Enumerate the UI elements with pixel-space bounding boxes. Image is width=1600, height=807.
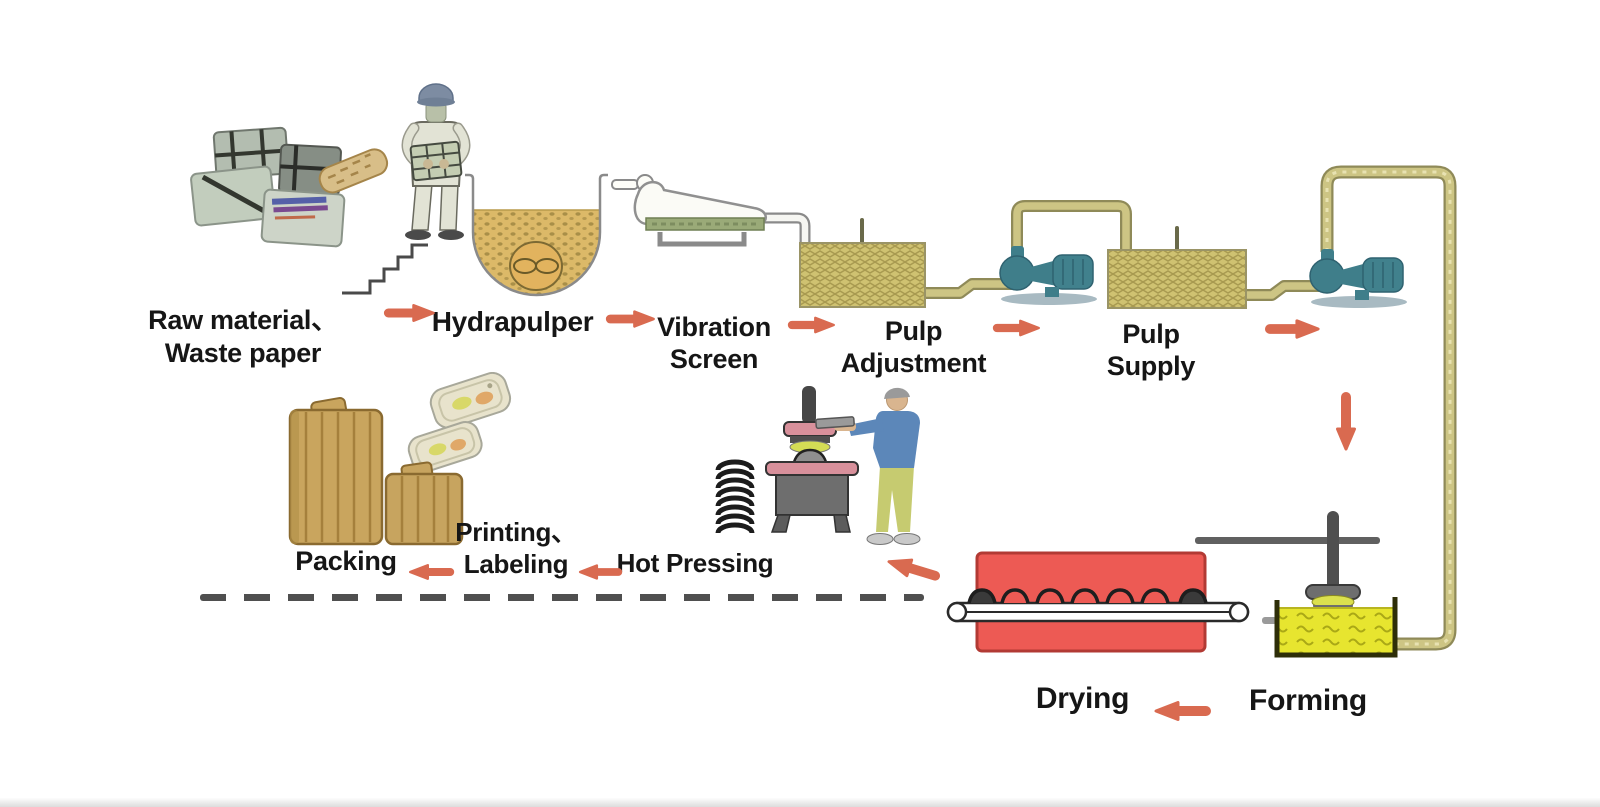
forming-station-illustration <box>1190 505 1465 670</box>
dashed-baseline <box>200 594 924 601</box>
stage-label-raw-material: Raw material、 Waste paper <box>128 304 358 370</box>
molded-pulp-piece <box>318 148 389 194</box>
stage-label-vibration-screen: Vibration Screen <box>638 311 790 375</box>
operator-figure <box>815 387 921 545</box>
drying-oven-illustration <box>940 545 1265 663</box>
hydrapulper-illustration <box>340 60 610 305</box>
label-line: Pulp <box>884 316 943 346</box>
pipe-adjustment-to-pump1 <box>918 278 1012 299</box>
pipe-pump2-to-forming <box>1320 165 1457 651</box>
paper-bundle <box>409 140 463 182</box>
pulp-supply-tank-illustration <box>1103 222 1253 314</box>
pipe-supply-to-pump2 <box>1236 280 1324 301</box>
packed-products-illustration <box>282 372 512 560</box>
pipe-pump1-to-supply <box>1011 200 1132 255</box>
label-line: Hot Pressing <box>616 548 774 578</box>
arrow-hot-pressing-to-printing-labeling-icon <box>577 561 623 583</box>
tray-stack-icon <box>715 459 755 534</box>
stage-label-pulp-adjustment: Pulp Adjustment <box>826 315 1001 379</box>
stage-label-pulp-supply: Pulp Supply <box>1080 318 1222 382</box>
label-line: Hydrapulper <box>431 306 594 337</box>
pump-icon <box>1305 246 1410 308</box>
worker-figure <box>401 83 471 240</box>
waste-paper-bundles <box>190 126 346 248</box>
stage-label-printing-labeling: Printing、 Labeling <box>448 516 584 580</box>
pipe-screen-to-adjustment <box>758 212 811 258</box>
stage-label-forming: Forming <box>1238 684 1378 718</box>
stage-label-packing: Packing <box>288 546 404 577</box>
molded-products-on-belt <box>967 588 1208 604</box>
pump-icon <box>995 243 1100 305</box>
arrow-printing-labeling-to-packing-icon <box>407 561 455 583</box>
hot-press-illustration <box>698 378 960 560</box>
arrow-hydrapulper-to-vibration-screen-icon <box>605 307 657 331</box>
label-line: Pulp <box>1122 319 1180 349</box>
raw-material-illustration <box>185 108 400 258</box>
pulp-adjustment-tank-illustration <box>795 218 935 313</box>
label-line: Printing、 <box>455 517 577 547</box>
stage-label-drying: Drying <box>1020 682 1145 716</box>
molded-tray-icon <box>429 372 512 429</box>
arrow-vibration-screen-to-pulp-adjustment-icon <box>787 313 837 337</box>
image-bottom-edge <box>0 798 1600 807</box>
bale-small <box>384 461 464 546</box>
arrow-pulp-adjustment-to-pulp-supply-icon <box>992 316 1042 340</box>
label-line: Packing <box>295 546 397 576</box>
label-line: Raw material、 <box>148 305 338 335</box>
stairs-icon <box>342 243 428 295</box>
arrow-forming-to-drying-icon <box>1152 698 1212 724</box>
pulper-tank <box>465 173 608 297</box>
stage-label-hydrapulper: Hydrapulper <box>420 306 605 338</box>
arrow-drying-to-hot-pressing-icon <box>881 548 944 590</box>
arrow-down-to-forming-icon <box>1334 391 1358 453</box>
label-line: Supply <box>1106 351 1196 381</box>
label-line: Forming <box>1249 684 1367 717</box>
label-line: Screen <box>669 344 759 374</box>
label-line: Adjustment <box>840 348 987 378</box>
vibration-screen-illustration <box>608 168 823 263</box>
press-machine <box>765 386 859 533</box>
label-line: Labeling <box>463 549 569 579</box>
arrow-raw-material-to-hydrapulper-icon <box>383 301 437 325</box>
molded-tray-icon <box>407 420 483 473</box>
label-line: Vibration <box>657 312 771 342</box>
arrow-pulp-supply-right-icon <box>1264 317 1322 341</box>
bale-large <box>288 396 384 546</box>
stage-label-hot-pressing: Hot Pressing <box>615 548 775 579</box>
label-line: Drying <box>1035 682 1130 715</box>
label-line: Waste paper <box>164 338 322 368</box>
